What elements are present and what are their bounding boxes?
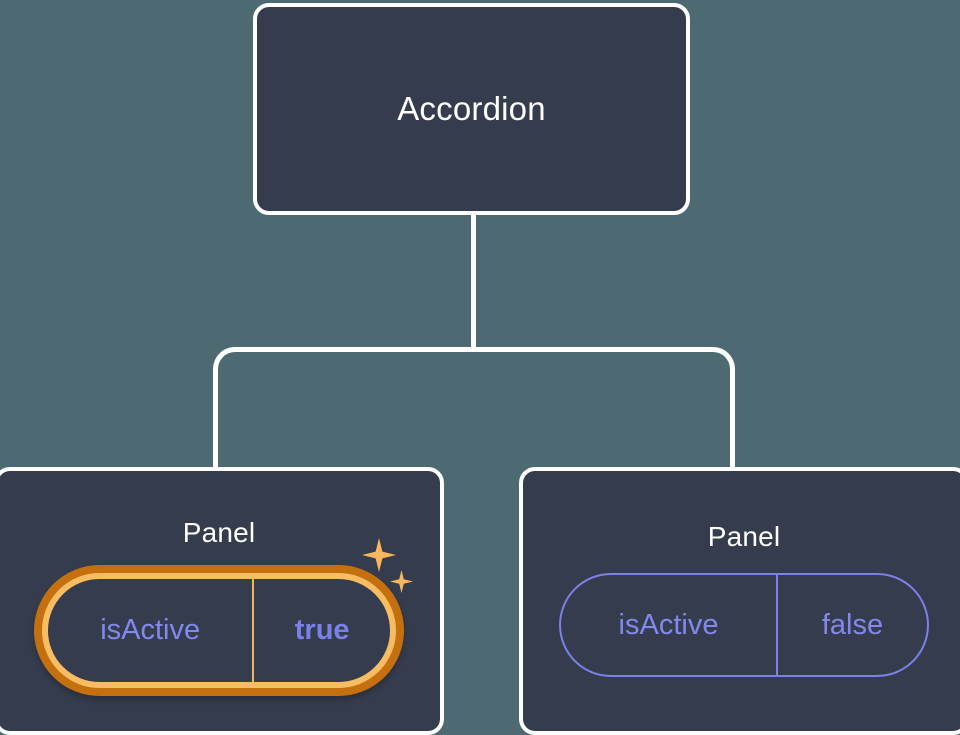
- prop-pill-inner: isActive true: [42, 573, 396, 688]
- prop-pill-default[interactable]: isActive false: [559, 573, 929, 677]
- connector-root-to-bus: [471, 210, 476, 352]
- node-panel-left[interactable]: Panel isActive true: [0, 467, 444, 735]
- node-accordion-label: Accordion: [397, 90, 546, 127]
- prop-name-is-active: isActive: [100, 614, 201, 646]
- connector-branch-bus: [213, 347, 735, 472]
- node-panel-right-label: Panel: [707, 521, 781, 552]
- node-panel-right[interactable]: Panel isActive false: [519, 467, 960, 735]
- prop-value-false: false: [776, 575, 927, 675]
- panel-right-content: Panel isActive false: [523, 471, 960, 731]
- node-panel-left-label: Panel: [182, 517, 256, 548]
- node-accordion[interactable]: Accordion: [253, 3, 690, 215]
- prop-name-is-active: isActive: [618, 608, 719, 641]
- prop-value-true: true: [252, 579, 390, 682]
- panel-left-content: Panel isActive true: [0, 471, 440, 731]
- prop-pill-highlighted[interactable]: isActive true: [34, 565, 404, 696]
